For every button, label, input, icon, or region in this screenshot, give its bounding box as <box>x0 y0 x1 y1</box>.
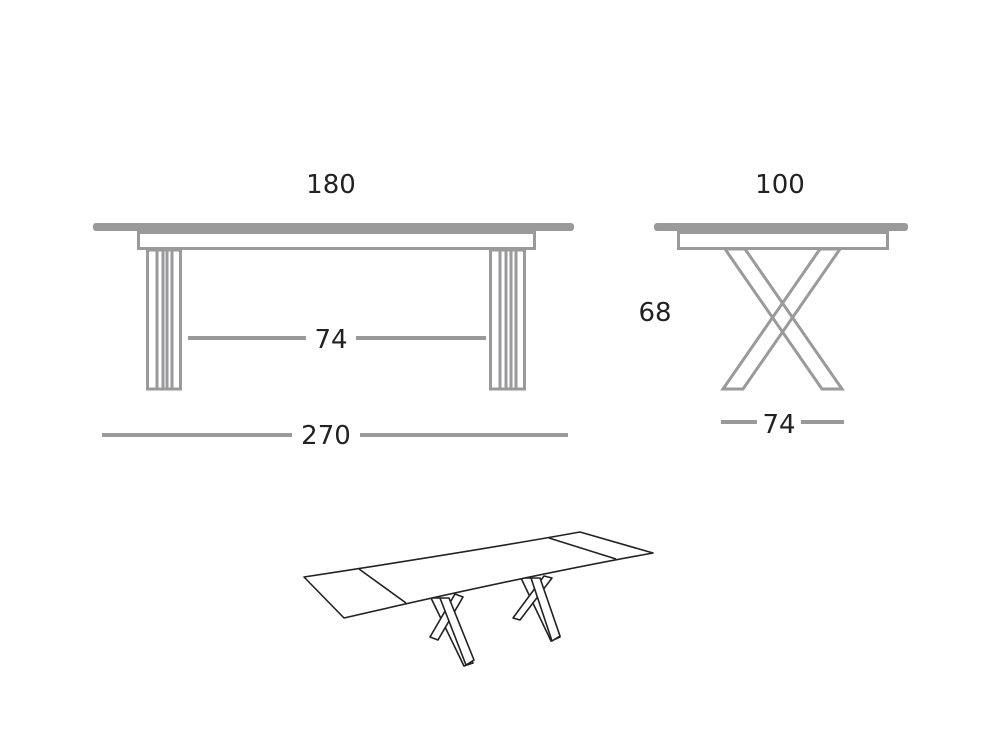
front-view: 180 74 270 <box>93 170 574 451</box>
side-view: 100 68 74 <box>638 170 908 440</box>
dimension-leg-gap: 74 <box>314 325 347 355</box>
extension-leaf-right <box>548 537 617 560</box>
dimension-depth: 100 <box>755 170 805 200</box>
table-top <box>93 223 574 231</box>
dimension-extended-width: 270 <box>301 421 351 451</box>
dimension-base-width: 74 <box>762 410 795 440</box>
perspective-table-top <box>303 531 654 619</box>
extension-leaf-left <box>358 568 407 604</box>
x-leg-right-to-left <box>720 247 843 391</box>
x-leg-left-to-right <box>722 247 845 391</box>
apron <box>137 231 536 250</box>
perspective-view <box>303 531 654 667</box>
dimension-height: 68 <box>638 298 671 328</box>
side-apron <box>677 231 889 250</box>
dimension-top-width: 180 <box>306 170 356 200</box>
perspective-front-leg <box>429 593 475 667</box>
right-leg <box>489 248 526 391</box>
side-table-top <box>654 223 908 231</box>
left-leg <box>146 248 182 391</box>
perspective-rear-leg <box>512 575 561 642</box>
